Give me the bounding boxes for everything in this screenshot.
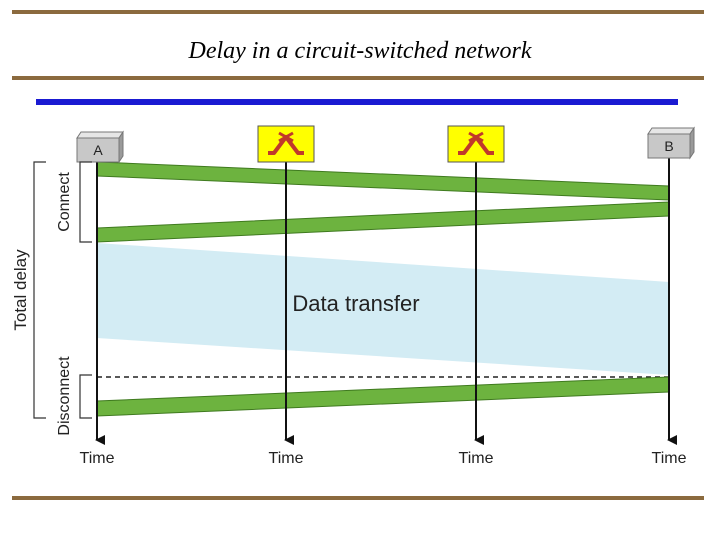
connect-label: Connect <box>56 172 73 232</box>
total-delay-bracket <box>33 161 46 419</box>
switch-icon <box>257 125 315 163</box>
connect-request-band <box>96 161 670 201</box>
node-a-label: A <box>93 142 103 158</box>
total-delay-label: Total delay <box>11 249 30 331</box>
time-label-b: Time <box>652 450 687 467</box>
slide-title: Delay in a circuit-switched network <box>188 38 532 64</box>
time-label-switch-2: Time <box>459 450 494 467</box>
bottom-rule <box>12 496 704 500</box>
disconnect-bracket <box>79 374 92 419</box>
computer-node-icon: A <box>76 130 124 164</box>
disconnect-label: Disconnect <box>56 356 73 436</box>
node-b-label: B <box>664 138 673 154</box>
switch-icon <box>447 125 505 163</box>
disconnect-band <box>96 376 670 417</box>
data-transfer-region <box>97 243 669 375</box>
computer-node-icon: B <box>647 126 695 160</box>
title-underline-rule <box>12 76 704 80</box>
accent-bar <box>36 99 678 105</box>
time-label-switch-1: Time <box>269 450 304 467</box>
time-label-a: Time <box>80 450 115 467</box>
top-rule <box>12 10 704 14</box>
data-transfer-label: Data transfer <box>292 291 419 316</box>
connect-reply-band <box>96 201 670 243</box>
connect-bracket <box>79 161 92 243</box>
